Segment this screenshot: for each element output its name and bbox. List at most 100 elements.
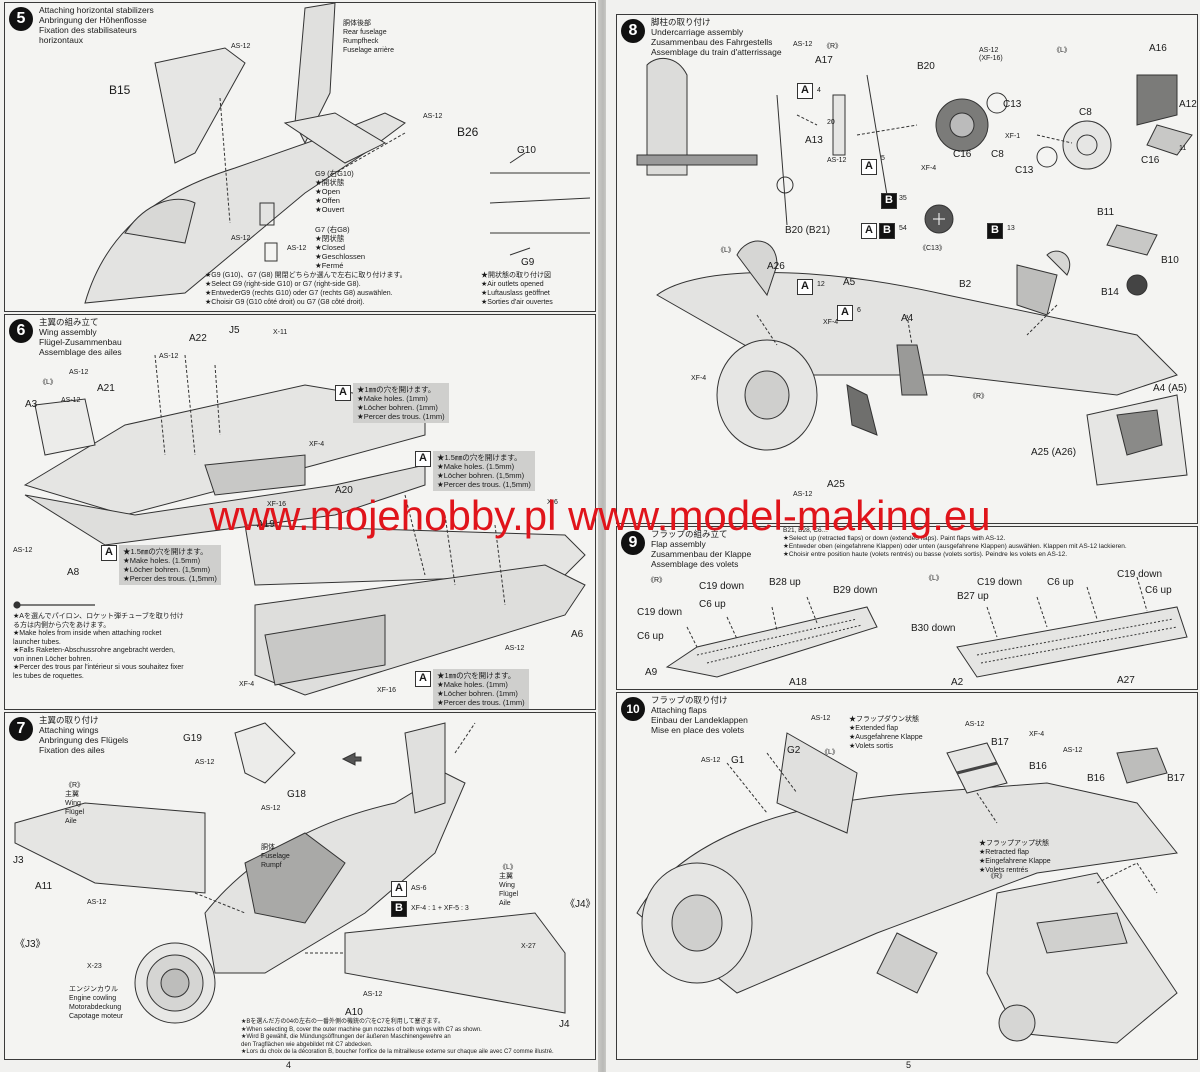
label-c8: C8	[991, 149, 1004, 160]
paint-box-a: A	[391, 881, 407, 897]
gun-cover-note: ★Bを選んだ方の04の左右の一番外側の機銃の穴をC7を利用して塞ぎます。 ★Wh…	[241, 1019, 554, 1055]
label-b20-b21: B20 (B21)	[785, 225, 831, 236]
label-b15: B15	[109, 83, 131, 97]
label-xf16: XF-16	[267, 501, 287, 508]
label-xf1: XF-1	[1005, 133, 1021, 140]
left-page: 5 Attaching horizontal stabilizers Anbri…	[4, 2, 596, 1070]
label-b16-b: B16	[1087, 773, 1105, 784]
label-a22: A22	[189, 333, 207, 344]
label-as12: AS-12	[69, 369, 89, 376]
label-as12: AS-12	[13, 547, 33, 554]
label-xf16: (XF-16)	[979, 55, 1003, 62]
label-x6: X-6	[547, 499, 558, 506]
step-9-number: 9	[621, 531, 645, 555]
ref-step-5: 5	[881, 155, 885, 162]
label-c6-up: C6 up	[1047, 577, 1074, 588]
step-8-number: 8	[621, 19, 645, 43]
label-j4-ref: J4	[559, 1019, 570, 1030]
label-b14: B14	[1101, 287, 1119, 298]
label-a8: A8	[67, 567, 80, 578]
label-as12: AS-12	[423, 113, 443, 120]
rocket-holes-note: ★Aを選んでパイロン、ロケット弾チューブを取り付け る方は内側から穴をあけます。…	[13, 613, 184, 680]
hole-1-5mm-note: ★1.5㎜の穴を開けます。 ★Make holes. (1.5mm) ★Löch…	[433, 451, 535, 491]
step-10-diagram	[636, 732, 1178, 1044]
left-wing-note: 《L》 主翼 Wing Flügel Aile	[499, 864, 519, 907]
label-as12: AS-12	[827, 157, 847, 164]
paint-a-value: AS-6	[411, 885, 427, 892]
label-g10: G10	[517, 145, 536, 156]
label-c6-up: C6 up	[637, 631, 664, 642]
label-a18: A18	[789, 677, 807, 688]
step-6-diagram	[13, 354, 586, 696]
label-g9: G9	[521, 257, 535, 268]
select-g9-g7-note: ★G9 (G10)、G7 (G8) 開閉どちらか選んで左右に取り付けます。 ★S…	[205, 272, 407, 306]
paint-box-a: A	[861, 159, 877, 175]
label-as12: AS-12	[87, 899, 107, 906]
engine-cowling-note: エンジンカウル Engine cowling Motorabdeckung Ca…	[69, 986, 124, 1020]
label-c13-ref: 《C13》	[919, 245, 946, 252]
ref-step-13: 13	[1007, 225, 1015, 232]
paint-box-b: B	[987, 223, 1003, 239]
ref-step-6: 6	[857, 307, 861, 314]
label-as12: AS-12	[363, 991, 383, 998]
step-5-title: Attaching horizontal stabilizers Anbring…	[39, 5, 154, 45]
label-c6-up: C6 up	[1145, 585, 1172, 596]
label-c13: C13	[1003, 99, 1022, 110]
page-number-right: 5	[906, 1060, 912, 1070]
rear-fuselage-note: 胴体後部 Rear fuselage Rumpfheck Fuselage ar…	[343, 20, 394, 54]
step-8-title: 脚柱の取り付け Undercarriage assembly Zusammenb…	[651, 17, 782, 57]
label-as12: AS-12	[261, 805, 281, 812]
label-left-2: 《L》	[717, 247, 735, 254]
spine-gutter	[598, 0, 608, 1072]
label-left: 《L》	[925, 575, 943, 582]
step-10-panel: 10 フラップの取り付け Attaching flaps Einbau der …	[616, 692, 1198, 1060]
paint-box-b: B	[391, 901, 407, 917]
label-b17-b: B17	[1167, 773, 1185, 784]
label-as12: AS-12	[965, 721, 985, 728]
label-c16: C16	[953, 149, 972, 160]
label-a6: A6	[571, 629, 584, 640]
label-a4: A4	[901, 313, 914, 324]
ref-step-20: 20	[827, 119, 835, 126]
step-5-number: 5	[9, 7, 33, 31]
step-9-diagram	[665, 576, 1188, 678]
label-xf4: XF-4	[1029, 731, 1045, 738]
g9-open-note: G9 (右G10) ★開状態 ★Open ★Offen ★Ouvert	[315, 169, 354, 214]
paint-box-a: A	[837, 305, 853, 321]
label-as12: AS-12	[1063, 747, 1083, 754]
label-as12: AS-12	[287, 245, 307, 252]
ref-step-54: 54	[899, 225, 907, 232]
step-5-panel: 5 Attaching horizontal stabilizers Anbri…	[4, 2, 596, 312]
label-b20: B20	[917, 61, 935, 72]
label-c19-down: C19 down	[1117, 569, 1163, 580]
label-right-2: 《R》	[969, 393, 989, 400]
ref-step-11: 11	[1179, 145, 1187, 152]
hole-1mm-note-2: ★1㎜の穴を開けます。 ★Make holes. (1mm) ★Löcher b…	[433, 669, 529, 709]
air-outlets-note: ★開状態の取り付け図 ★Air outlets opened ★Luftausl…	[481, 272, 553, 306]
label-a25: A25	[827, 479, 845, 490]
label-as12: AS-12	[701, 757, 721, 764]
label-left: 《L》	[1053, 47, 1071, 54]
label-right: 《R》	[987, 873, 1007, 880]
extended-flap-note: ★フラップダウン状態 ★Extended flap ★Ausgefahrene …	[849, 716, 923, 750]
ref-step-4: 4	[817, 87, 821, 94]
label-c19-down: C19 down	[637, 607, 683, 618]
step-7-title: 主翼の取り付け Attaching wings Anbringung des F…	[39, 715, 129, 755]
label-a3: A3	[25, 399, 38, 410]
step-8-panel: 8 脚柱の取り付け Undercarriage assembly Zusamme…	[616, 14, 1198, 524]
ref-step-12: 12	[817, 281, 825, 288]
label-as12: AS-12	[195, 759, 215, 766]
label-g2: G2	[787, 745, 801, 756]
label-b26: B26	[457, 125, 479, 139]
label-b30-down: B30 down	[911, 623, 956, 634]
label-x27: X-27	[521, 943, 536, 950]
fuselage-note: 胴体 Fuselage Rumpf	[261, 844, 290, 869]
flap-position-note: B21, B28, C6… ★Select up (retracted flap…	[783, 527, 1127, 558]
label-xf4: XF-4	[239, 681, 255, 688]
label-as12: AS-12	[793, 491, 813, 498]
paint-box-a: A	[797, 83, 813, 99]
label-b2: B2	[959, 279, 972, 290]
ref-step-35: 35	[899, 195, 907, 202]
paint-b-value: XF-4 : 1 + XF-5 : 3	[411, 905, 469, 912]
